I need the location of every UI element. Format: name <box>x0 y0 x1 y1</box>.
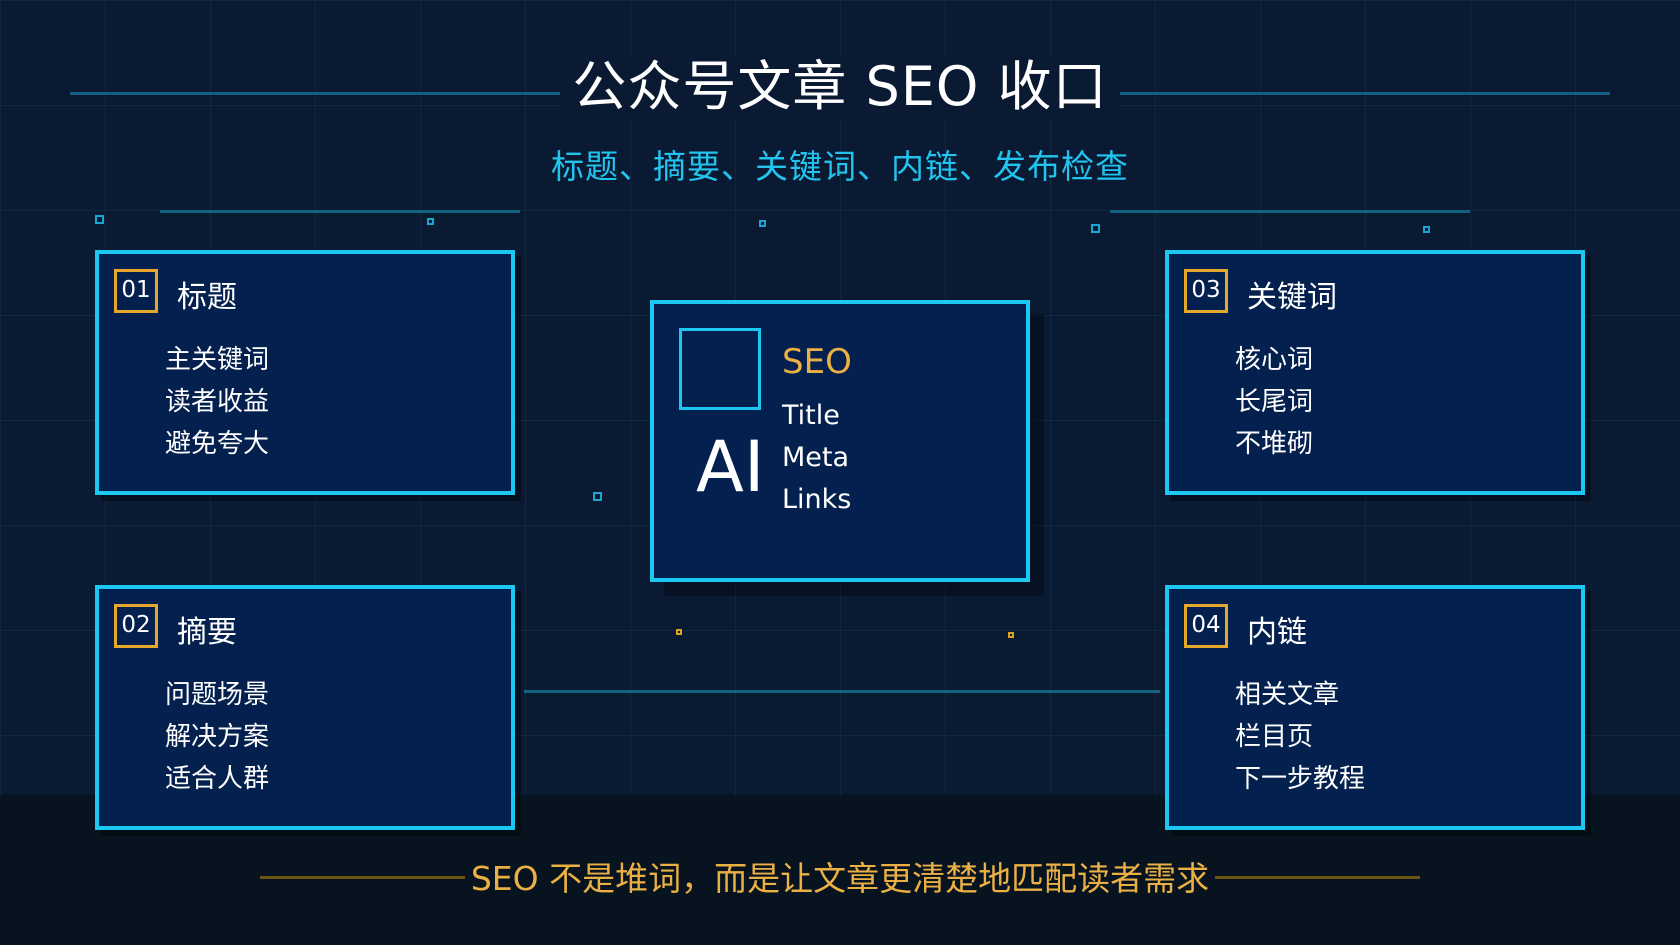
deco-dot <box>95 215 104 224</box>
card-heading: 标题 <box>177 280 237 315</box>
page-subtitle: 标题、摘要、关键词、内链、发布检查 <box>551 147 1129 186</box>
center-item: Links <box>782 484 852 515</box>
deco-dot <box>1091 224 1100 233</box>
card-internal-links: 04 内链 相关文章 栏目页 下一步教程 <box>1165 585 1585 830</box>
list-item: 栏目页 <box>1235 722 1314 752</box>
card-number: 03 <box>1184 269 1228 313</box>
list-item: 问题场景 <box>165 680 270 710</box>
list-item: 长尾词 <box>1235 387 1314 417</box>
card-accent <box>99 491 274 495</box>
footer-text: SEO 不是堆词，而是让文章更清楚地匹配读者需求 <box>464 859 1216 898</box>
card-accent <box>99 826 274 830</box>
deco-dot <box>427 218 434 225</box>
card-keywords: 03 关键词 核心词 长尾词 不堆砌 <box>1165 250 1585 495</box>
ai-label: AI <box>696 426 765 508</box>
card-accent <box>1169 826 1344 830</box>
card-accent <box>1169 491 1344 495</box>
list-item: 相关文章 <box>1235 680 1340 710</box>
center-item: Meta <box>782 442 850 473</box>
card-list: 问题场景 解决方案 适合人群 <box>165 674 269 800</box>
list-item: 下一步教程 <box>1235 764 1366 794</box>
deco-line-right <box>1110 210 1470 213</box>
card-number: 04 <box>1184 604 1228 648</box>
card-list: 主关键词 读者收益 避免夸大 <box>165 339 269 465</box>
deco-dot <box>1008 632 1014 638</box>
list-item: 解决方案 <box>165 722 270 752</box>
footer-note: SEO 不是堆词，而是让文章更清楚地匹配读者需求 <box>0 852 1680 900</box>
list-item: 主关键词 <box>165 345 270 375</box>
card-heading: 关键词 <box>1247 280 1337 315</box>
deco-dot <box>759 220 766 227</box>
card-heading: 内链 <box>1247 615 1307 650</box>
connector-line <box>524 690 1160 693</box>
center-item: Title <box>782 400 840 431</box>
card-summary: 02 摘要 问题场景 解决方案 适合人群 <box>95 585 515 830</box>
deco-dot <box>1423 226 1430 233</box>
center-seo-card: AI SEO Title Meta Links <box>650 300 1030 582</box>
list-item: 核心词 <box>1235 345 1314 375</box>
card-list: 相关文章 栏目页 下一步教程 <box>1235 674 1365 800</box>
deco-line-left <box>160 210 520 213</box>
card-number: 01 <box>114 269 158 313</box>
card-title: 01 标题 主关键词 读者收益 避免夸大 <box>95 250 515 495</box>
card-list: 核心词 长尾词 不堆砌 <box>1235 339 1313 465</box>
center-heading: SEO <box>782 342 852 382</box>
page-title-text: 公众号文章 SEO 收口 <box>560 55 1120 118</box>
list-item: 读者收益 <box>165 387 270 417</box>
page-title: 公众号文章 SEO 收口 <box>0 42 1680 121</box>
card-heading: 摘要 <box>177 615 237 650</box>
list-item: 不堆砌 <box>1235 429 1314 459</box>
list-item: 适合人群 <box>165 764 270 794</box>
deco-dot <box>676 629 682 635</box>
card-number: 02 <box>114 604 158 648</box>
list-item: 避免夸大 <box>165 429 270 459</box>
deco-dot <box>593 492 602 501</box>
ai-icon-frame <box>679 328 761 410</box>
